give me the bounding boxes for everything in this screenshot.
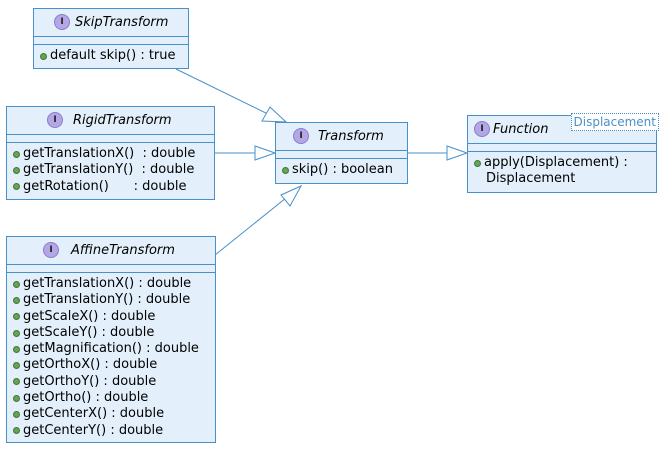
member-row: getTranslationX() : double	[13, 276, 215, 292]
public-method-icon	[13, 394, 20, 402]
public-method-icon	[13, 411, 20, 419]
public-method-icon	[13, 345, 20, 353]
class-name: Transform	[318, 129, 384, 144]
public-method-icon	[13, 166, 20, 174]
class-header: I AffineTransform	[7, 237, 215, 265]
class-function[interactable]: I Function Displacement apply(Displaceme…	[467, 113, 659, 193]
class-header: I RigidTransform	[7, 107, 214, 135]
class-affine-transform[interactable]: I AffineTransform getTranslationX() : do…	[6, 236, 216, 443]
public-method-icon	[13, 329, 20, 337]
member-row: getTranslationX() : double	[13, 146, 214, 162]
member-row: getOrtho() : double	[13, 390, 215, 406]
edge-affine-to-transform	[214, 197, 287, 256]
public-method-icon	[13, 280, 20, 288]
member-row: skip() : boolean	[282, 162, 407, 178]
edge-transform-arrowhead	[446, 145, 469, 161]
type-parameter-label: Displacement	[570, 113, 659, 131]
public-method-icon	[13, 378, 20, 386]
interface-icon: I	[474, 121, 490, 137]
public-method-icon	[13, 296, 20, 304]
edge-skip-arrowhead	[261, 106, 288, 123]
edge-affine-arrowhead	[280, 184, 303, 207]
interface-icon: I	[43, 242, 59, 258]
public-method-icon	[282, 166, 289, 174]
class-name: AffineTransform	[71, 243, 175, 258]
class-header: I SkipTransform	[34, 9, 188, 37]
member-row: getCenterX() : double	[13, 406, 215, 422]
public-method-icon	[13, 427, 20, 435]
public-method-icon	[13, 150, 20, 158]
class-rigid-transform[interactable]: I RigidTransform getTranslationX() : dou…	[6, 106, 215, 200]
class-transform[interactable]: I Transform skip() : boolean	[275, 122, 408, 184]
class-name: RigidTransform	[73, 113, 172, 128]
member-list: default skip() : true	[34, 45, 188, 66]
member-list: getTranslationX() : double getTranslatio…	[7, 143, 214, 197]
member-row: getTranslationY() : double	[13, 292, 215, 308]
class-header: I Function Displacement	[468, 113, 659, 144]
interface-icon: I	[54, 14, 70, 30]
member-list: skip() : boolean	[276, 159, 407, 180]
class-name: Function	[493, 122, 549, 137]
public-method-icon	[13, 183, 20, 191]
public-method-icon	[13, 313, 20, 321]
member-row: getOrthoY() : double	[13, 374, 215, 390]
member-row: getScaleY() : double	[13, 325, 215, 341]
class-name: SkipTransform	[75, 15, 169, 30]
member-row: default skip() : true	[40, 48, 188, 64]
public-method-icon	[13, 362, 20, 370]
class-skip-transform[interactable]: I SkipTransform default skip() : true	[33, 8, 189, 69]
edge-rigid-arrowhead	[254, 145, 277, 161]
member-list: apply(Displacement) : Displacement	[468, 152, 656, 190]
member-row-continuation: Displacement	[486, 171, 576, 187]
member-row: getMagnification() : double	[13, 341, 215, 357]
class-header: I Transform	[276, 123, 407, 151]
edge-skip-to-transform	[175, 68, 277, 119]
member-row: getTranslationY() : double	[13, 162, 214, 178]
public-method-icon	[40, 52, 47, 60]
member-row: getScaleX() : double	[13, 309, 215, 325]
member-list: getTranslationX() : double getTranslatio…	[7, 273, 215, 441]
interface-icon: I	[293, 128, 309, 144]
public-method-icon	[474, 159, 481, 167]
interface-icon: I	[47, 112, 63, 128]
member-row: getRotation() : double	[13, 179, 214, 195]
member-row: apply(Displacement) :	[474, 155, 656, 171]
member-row: getOrthoX() : double	[13, 357, 215, 373]
member-row: getCenterY() : double	[13, 423, 215, 439]
